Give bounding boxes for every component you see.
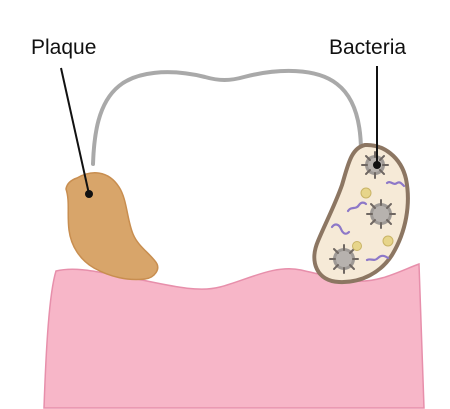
bacteria-cluster xyxy=(312,142,410,285)
gum xyxy=(43,262,425,409)
bacteria-cell-3 xyxy=(329,244,359,274)
bacteria-leader-dot xyxy=(373,161,381,169)
squiggle-bacterium-3 xyxy=(330,223,351,235)
small-bacterium-3 xyxy=(352,241,362,251)
bacteria-label: Bacteria xyxy=(329,36,407,59)
tooth xyxy=(91,68,363,166)
bacteria-cell-2 xyxy=(366,199,396,229)
small-bacterium-1 xyxy=(360,187,372,199)
squiggle-bacterium-1 xyxy=(385,181,406,188)
squiggle-bacterium-2 xyxy=(346,201,368,213)
plaque-label: Plaque xyxy=(31,36,97,59)
small-bacterium-2 xyxy=(382,235,394,247)
plaque-leader-dot xyxy=(85,190,93,198)
squiggle-bacterium-4 xyxy=(365,254,390,262)
plaque-deposit xyxy=(65,172,159,281)
plaque-leader-line xyxy=(60,67,90,195)
